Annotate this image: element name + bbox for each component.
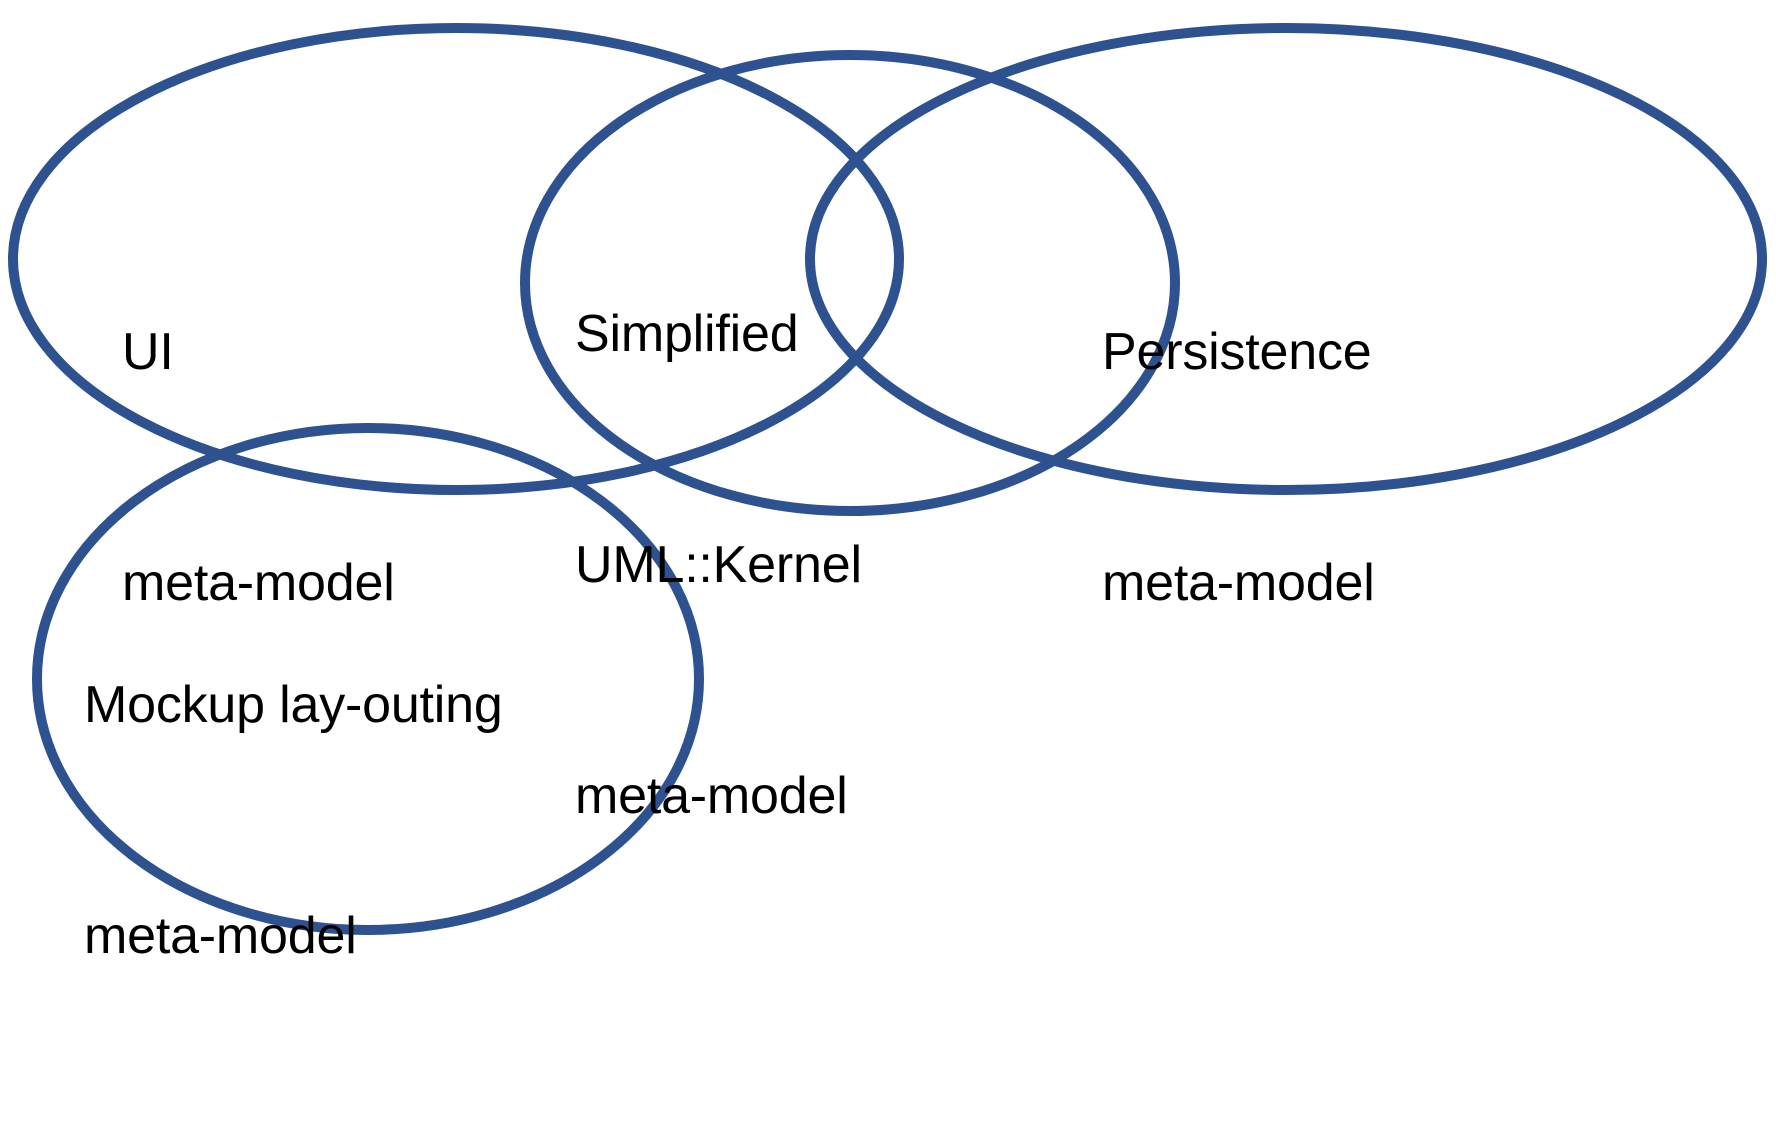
venn-diagram-canvas: UI meta-model Simplified UML::Kernel met… [8,23,1767,965]
label-mockup-line-2: meta-model [84,906,357,965]
label-persistence-line-1: Persistence [1102,322,1372,381]
label-uml-kernel-line-3: meta-model [575,766,848,825]
label-uml-kernel-line-1: Simplified [575,304,799,363]
label-mockup-line-1: Mockup lay-outing [84,675,503,734]
label-mockup-lay-outing-meta-model: Mockup lay-outing meta-model [84,513,503,1129]
label-ui-line-2: meta-model [122,553,395,612]
label-ui-line-1: UI [122,322,174,381]
ellipse-simplified-uml-kernel-meta-model[interactable] [520,50,1180,516]
label-persistence-meta-model: Persistence meta-model [1102,160,1375,776]
label-persistence-line-2: meta-model [1102,553,1375,612]
venn-shapes-layer [8,23,1767,935]
ellipse-persistence-meta-model[interactable] [805,23,1767,495]
label-simplified-uml-kernel-meta-model: Simplified UML::Kernel meta-model [575,142,862,988]
label-ui-meta-model: UI meta-model [122,160,395,776]
ellipse-mockup-lay-outing-meta-model[interactable] [32,423,704,935]
label-uml-kernel-line-2: UML::Kernel [575,535,862,594]
ellipse-ui-meta-model[interactable] [8,23,904,495]
